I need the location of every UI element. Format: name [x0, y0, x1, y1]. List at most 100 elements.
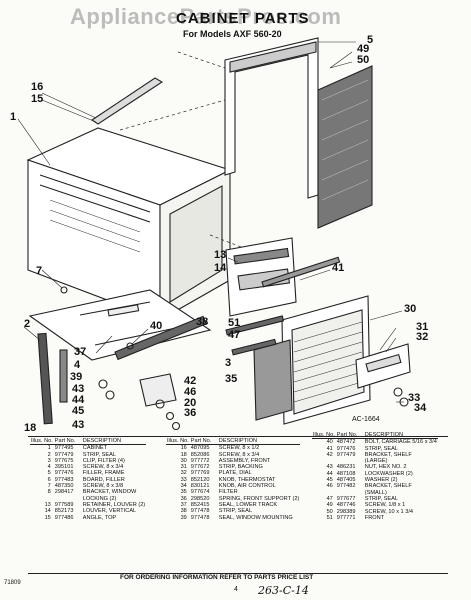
callout-20: 20: [184, 397, 197, 409]
table-row: (LARGE): [364, 458, 388, 465]
callout-31: 31: [416, 321, 429, 333]
callout-14: 14: [214, 262, 227, 274]
table-top-rule: [28, 436, 448, 437]
callout-43-top: 43: [72, 383, 85, 395]
callout-41: 41: [332, 262, 345, 274]
callout-5: 5: [367, 34, 374, 46]
header-description: DESCRIPTION: [81, 438, 147, 446]
seal-strip-2: [37, 332, 53, 425]
document-code: 71809: [4, 580, 21, 586]
callout-15: 15: [31, 93, 44, 105]
callout-7: 7: [36, 265, 43, 277]
callout-46: 46: [184, 386, 197, 398]
callout-44: 44: [72, 394, 85, 406]
header-illus: Illus. No.: [312, 432, 336, 440]
table-row: (SMALL): [364, 489, 387, 496]
filter-panel: [317, 65, 373, 229]
figure-code: AC-1664: [352, 416, 380, 423]
page-number: 4: [234, 586, 238, 593]
callout-50: 50: [357, 54, 370, 66]
callout-3: 3: [225, 357, 232, 369]
callout-36: 36: [184, 407, 197, 419]
header-description: DESCRIPTION: [363, 432, 438, 440]
callout-42: 42: [184, 375, 197, 387]
callout-43-bottom: 43: [72, 419, 85, 431]
callout-18: 18: [24, 422, 37, 434]
callout-34: 34: [414, 402, 427, 414]
header-part: Part No.: [189, 438, 218, 446]
page-title: CABINET PARTS: [176, 10, 310, 27]
callout-30: 30: [404, 303, 417, 315]
model-subtitle: For Models AXF 560-20: [183, 29, 282, 39]
callout-47: 47: [228, 329, 241, 341]
callout-51: 51: [228, 317, 241, 329]
table-row: LOCKING (2): [82, 495, 117, 502]
callout-4: 4: [74, 359, 81, 371]
seal-strip-38: [114, 315, 207, 361]
header-part: Part No.: [53, 438, 82, 446]
callout-2: 2: [24, 318, 31, 330]
front-filter: [253, 339, 293, 421]
callout-1: 1: [10, 111, 17, 123]
callout-40: 40: [150, 320, 163, 332]
header-description: DESCRIPTION: [217, 438, 301, 446]
table-bottom-rule: [28, 573, 448, 574]
callout-45: 45: [72, 405, 85, 417]
callout-39: 39: [70, 371, 83, 383]
callout-33: 33: [408, 392, 421, 404]
callout-16: 16: [31, 81, 44, 93]
callout-32: 32: [416, 331, 429, 343]
callout-13: 13: [214, 249, 227, 261]
header-illus: Illus. No.: [30, 438, 54, 446]
base-pan: [28, 289, 212, 361]
callout-37: 37: [74, 346, 87, 358]
header-part: Part No.: [335, 432, 364, 440]
callout-35: 35: [225, 373, 238, 385]
watermark: AppliancePartsPros.com: [70, 4, 342, 29]
seal-strip-3: [59, 349, 68, 403]
header-illus: Illus. No.: [166, 438, 190, 446]
top-angle: [91, 77, 164, 125]
handwritten-note: 263-C-14: [258, 584, 309, 597]
callout-49: 49: [357, 43, 370, 55]
ordering-note: FOR ORDERING INFORMATION REFER TO PARTS …: [120, 574, 314, 581]
